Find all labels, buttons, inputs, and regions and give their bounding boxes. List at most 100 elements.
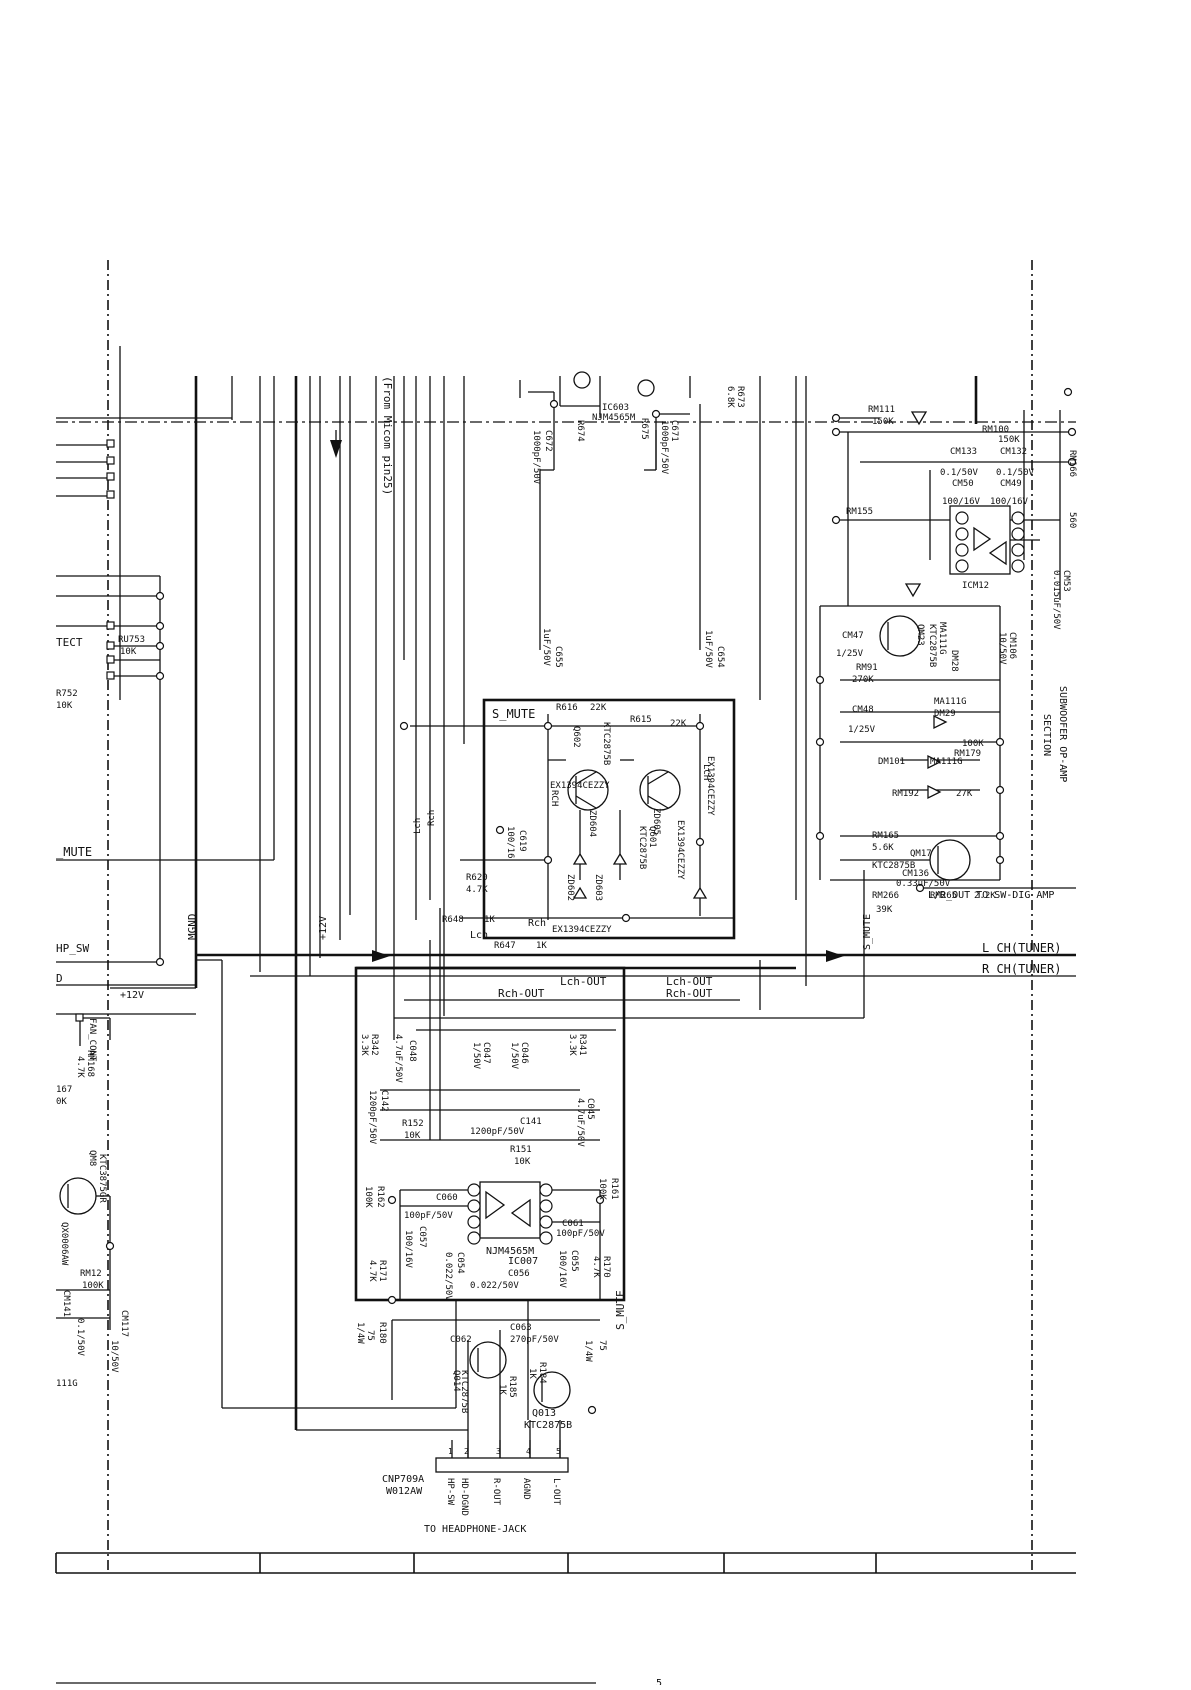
mute-left-label: _MUTE (56, 845, 92, 859)
rm111-label: RM111 (868, 405, 895, 415)
c061-label: C061 (562, 1219, 584, 1229)
r674-label: R674 (575, 420, 585, 442)
connector-destination: TO HEADPHONE-JACK (424, 1524, 526, 1535)
r151-label: R151 (510, 1145, 532, 1155)
rm179-value: 100K (962, 739, 984, 749)
connector-signal-agnd: AGND (521, 1478, 531, 1500)
ic007-part: NJM4565M (486, 1246, 534, 1257)
c057-label: C057 (417, 1226, 427, 1248)
rm100-value: 150K (998, 435, 1020, 445)
rm192-label: RM192 (892, 789, 919, 799)
r161-value: 100K (597, 1178, 607, 1200)
component-labels: R616 22K R615 22K C655 1uF/50V C654 1uF/… (56, 386, 1077, 1398)
rm12-value: 100K (82, 1281, 104, 1291)
cm53-label: CM53 (1061, 570, 1071, 592)
r185-label: R185 (507, 1376, 517, 1398)
rch-out-label-2: Rch-OUT (666, 987, 713, 1000)
s-mute-bottom-label: S_MUTE (614, 1290, 627, 1330)
rm167-value: 0K (56, 1097, 67, 1107)
r170-value: 4.7K (591, 1256, 601, 1278)
dm29-value: DM29 (934, 709, 956, 719)
rm165-value: 5.6K (872, 843, 894, 853)
ex1394-3: EX1394CEZZY (705, 756, 715, 816)
mute-block (399, 698, 736, 1140)
rm266-value: 39K (876, 905, 893, 915)
subwoofer-section (815, 376, 1077, 893)
connector-signal-l-out: L-OUT (551, 1478, 561, 1506)
ex1394-1: EX1394CEZZY (550, 781, 610, 791)
q013-part: KTC2875B (524, 1420, 572, 1431)
r752-value: 10K (56, 701, 73, 711)
r675-label: R675 (639, 418, 649, 440)
ic007-name: IC007 (508, 1256, 538, 1267)
qm23-name: QM23 (915, 624, 925, 646)
c671-label: C671 (669, 420, 679, 442)
bottom-page-mark: 5 (656, 1678, 662, 1685)
c671-value: 1000pF/50V (659, 420, 669, 475)
q013-symbol (533, 1371, 571, 1409)
cm47-value: 1/25V (836, 649, 864, 659)
cm106-label: CM106 (1007, 632, 1017, 659)
cm136-label: CM136 (902, 869, 929, 879)
hp-sw-label: HP_SW (56, 942, 89, 955)
r648-value: 1K (484, 915, 495, 925)
connector-pin-5: 5 (556, 1447, 561, 1456)
r162-value: 100K (363, 1186, 373, 1208)
qm23-part: KTC2875B (927, 624, 937, 667)
r673-label: R673 (735, 386, 745, 408)
ru753-value: 10K (120, 647, 137, 657)
qm17-part: KTC2875B (872, 861, 915, 871)
rch-small-label: Rch (528, 918, 546, 929)
d111g-label: 111G (56, 1379, 78, 1389)
q014-name: Q014 (451, 1370, 461, 1392)
connector-signal-hp-sw: HP-SW (445, 1478, 455, 1506)
q014-symbol (469, 1341, 507, 1379)
c061-value: 100pF/50V (556, 1229, 605, 1239)
ic-labels: IC603 NJM4565M NJM4565M IC007 ICM12 (486, 403, 989, 1267)
r647-value: 1K (536, 941, 547, 951)
r184-value: 1K (527, 1368, 537, 1379)
ic603-block (519, 371, 701, 650)
sheet-frame (55, 260, 1076, 1684)
section-note-line-1: SUBWOOFER OP-AMP (1057, 686, 1068, 782)
c672-value: 1000pF/50V (531, 430, 541, 485)
c619-label: C619 (517, 830, 527, 852)
r620-label: R620 (466, 873, 488, 883)
rm91-value: 270K (852, 675, 874, 685)
c063-label: C063 (510, 1323, 532, 1333)
section-note-line-2: SECTION (1041, 714, 1052, 756)
connector-pin-2: 2 (464, 1447, 469, 1456)
q601-symbol (639, 769, 681, 811)
ic603-part: NJM4565M (592, 413, 636, 423)
qm23-symbol (879, 615, 921, 657)
rm167-label: 167 (56, 1085, 72, 1095)
wire-labels: S_MUTE _MUTE HP_SW D +12V L_CH(TUNER) R_… (56, 376, 1061, 1330)
tuner-bus (196, 870, 1076, 1176)
r616-value: 22K (590, 703, 607, 713)
cm50-value: 100/16V (942, 497, 981, 507)
s-mute-right-label: S_MUTE (862, 914, 873, 950)
cm141-value: 0.1/50V (75, 1318, 85, 1357)
plus12v-label: +12V (120, 990, 144, 1001)
s-mute-label: S_MUTE (492, 707, 535, 721)
cm132-label: CM132 (1000, 447, 1027, 457)
lch-out-label-1: Lch-OUT (560, 975, 607, 988)
c046-label: C046 (519, 1042, 529, 1064)
r342-label: R342 (369, 1034, 379, 1056)
q602-name: Q602 (571, 726, 581, 748)
rm91-label: RM91 (856, 663, 878, 673)
qm8-symbol (59, 1177, 97, 1215)
r341-label: R341 (577, 1034, 587, 1056)
qm8-name: QM8 (87, 1150, 97, 1166)
c062-label: C062 (450, 1335, 472, 1345)
c045-label: C045 (585, 1098, 595, 1120)
c047-label: C047 (481, 1042, 491, 1064)
r180-value: 75 (365, 1330, 375, 1341)
q602-part: KTC2875B (601, 722, 611, 765)
r161-label: R161 (609, 1178, 619, 1200)
rm155-label: RM155 (846, 507, 873, 517)
cm136-value: 0.33uF/50V (896, 879, 951, 889)
dm28-value: MA111G (937, 622, 947, 655)
rm166-value: 560 (1067, 512, 1077, 528)
